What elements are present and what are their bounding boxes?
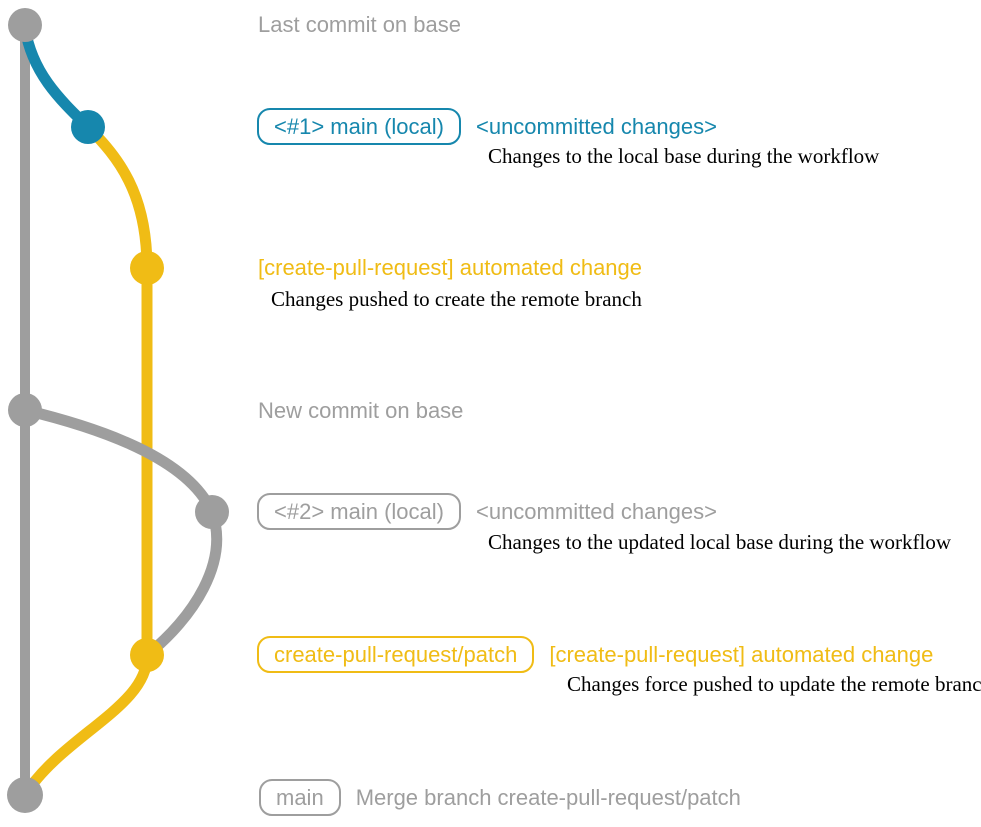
row-merge: main Merge branch create-pull-request/pa… xyxy=(259,779,741,816)
caption-automated-2: Changes force pushed to update the remot… xyxy=(567,672,981,696)
commit-dot-automated-2 xyxy=(130,638,164,672)
row-automated-1: [create-pull-request] automated change xyxy=(258,255,642,281)
label-new-commit-on-base: New commit on base xyxy=(258,398,463,424)
commit-dot-new-base xyxy=(8,393,42,427)
local-branch-curve-2 xyxy=(19,404,222,661)
commit-title-uncommitted-1: <uncommitted changes> xyxy=(475,113,717,139)
branch-badge-create-pull-request-patch: create-pull-request/patch xyxy=(257,636,535,673)
row-automated-2: create-pull-request/patch [create-pull-r… xyxy=(257,636,933,673)
commit-title-automated-2: [create-pull-request] automated change xyxy=(549,641,934,667)
caption-automated-1: Changes pushed to create the remote bran… xyxy=(271,287,642,311)
commit-dot-uncommitted-1 xyxy=(71,110,105,144)
git-graph xyxy=(7,8,229,813)
row-uncommitted-2: <#2> main (local) <uncommitted changes> xyxy=(257,493,717,530)
branch-badge-main-local-1: <#1> main (local) xyxy=(257,108,461,145)
commit-title-merge: Merge branch create-pull-request/patch xyxy=(355,784,741,810)
local-branch-curve-1 xyxy=(19,22,94,133)
pr-merge-curve xyxy=(19,649,153,801)
new-commit-label: New commit on base xyxy=(258,398,464,423)
commit-dot-automated-1 xyxy=(130,251,164,285)
commit-dot-uncommitted-2 xyxy=(195,495,229,529)
commit-dot-last-base xyxy=(8,8,42,42)
last-commit-label: Last commit on base xyxy=(258,12,461,37)
commit-title-automated-1: [create-pull-request] automated change xyxy=(258,255,643,280)
label-last-commit-on-base: Last commit on base xyxy=(258,12,461,38)
commit-dot-merge xyxy=(7,777,43,813)
caption-uncommitted-1: Changes to the local base during the wor… xyxy=(488,144,880,168)
commit-title-uncommitted-2: <uncommitted changes> xyxy=(475,498,717,524)
caption-uncommitted-2: Changes to the updated local base during… xyxy=(488,530,952,554)
row-uncommitted-1: <#1> main (local) <uncommitted changes> xyxy=(257,108,717,145)
branch-badge-main: main xyxy=(259,779,341,816)
branch-badge-main-local-2: <#2> main (local) xyxy=(257,493,461,530)
pr-branch-curve-top xyxy=(82,121,153,274)
